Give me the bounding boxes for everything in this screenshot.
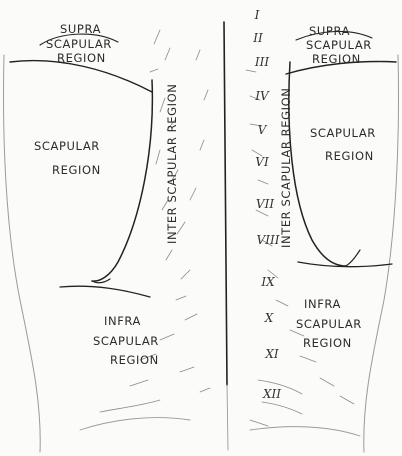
spine-line: [224, 22, 227, 385]
right-supra-line-1: SUPRA: [309, 24, 350, 38]
left-torso-outline: [4, 55, 41, 452]
vertebra-label-1: I: [254, 8, 260, 22]
lower-right-contour: [250, 427, 360, 436]
left-supra-scapular-label: SUPRA SCAPULAR REGION: [46, 22, 112, 65]
vertebra-label-7: VII: [256, 197, 274, 211]
left-supra-boundary: [10, 61, 152, 92]
spine-line-lower: [227, 385, 228, 450]
left-infra-line-1: INFRA: [104, 314, 141, 328]
right-inter-scapular-label: INTER SCAPULAR REGION: [279, 88, 293, 248]
right-scapular-line-2: REGION: [325, 149, 374, 163]
left-scapular-line-2: REGION: [52, 163, 101, 177]
right-scapular-line-1: SCAPULAR: [310, 126, 376, 140]
right-infra-boundary: [298, 262, 392, 267]
lower-left-contour: [80, 418, 190, 430]
vertebra-label-2: II: [252, 31, 263, 45]
vertebra-label-11: XI: [264, 347, 279, 361]
vertebra-label-8: VIII: [257, 233, 280, 247]
vertebra-label-10: X: [264, 311, 274, 325]
vertebra-label-6: VI: [255, 155, 269, 169]
left-scapula-border: [92, 80, 152, 281]
right-scapula-border: [289, 62, 346, 266]
right-infra-scapular-label: INFRA SCAPULAR REGION: [296, 297, 362, 350]
right-scapular-label: SCAPULAR REGION: [310, 126, 376, 163]
vertebra-label-5: V: [258, 123, 268, 137]
vertebra-labels: I II III IV V VI VII VIII IX X XI XII: [252, 8, 281, 401]
right-scapula-tip: [346, 250, 360, 266]
left-infra-line-3: REGION: [110, 353, 159, 367]
right-supra-line-3: REGION: [312, 52, 361, 66]
right-supra-line-2: SCAPULAR: [306, 38, 372, 52]
left-supra-line-2: SCAPULAR: [46, 37, 112, 51]
right-infra-line-3: REGION: [303, 336, 352, 350]
right-infra-line-2: SCAPULAR: [296, 317, 362, 331]
right-torso-outline: [364, 55, 399, 452]
left-scapular-line-1: SCAPULAR: [34, 139, 100, 153]
left-supra-line-3: REGION: [57, 51, 106, 65]
vertebra-label-12: XII: [262, 387, 281, 401]
vertebra-label-4: IV: [254, 89, 270, 103]
vertebra-label-9: IX: [260, 275, 275, 289]
right-supra-scapular-label: SUPRA SCAPULAR REGION: [306, 24, 372, 66]
left-inter-scapular-label: INTER SCAPULAR REGION: [165, 84, 179, 244]
left-supra-line-1: SUPRA: [60, 22, 101, 36]
vertebra-label-3: III: [254, 55, 269, 69]
left-infra-boundary: [60, 286, 150, 297]
left-infra-line-2: SCAPULAR: [93, 334, 159, 348]
left-scapular-label: SCAPULAR REGION: [34, 139, 101, 177]
right-infra-line-1: INFRA: [304, 297, 341, 311]
left-infra-scapular-label: INFRA SCAPULAR REGION: [93, 314, 159, 367]
